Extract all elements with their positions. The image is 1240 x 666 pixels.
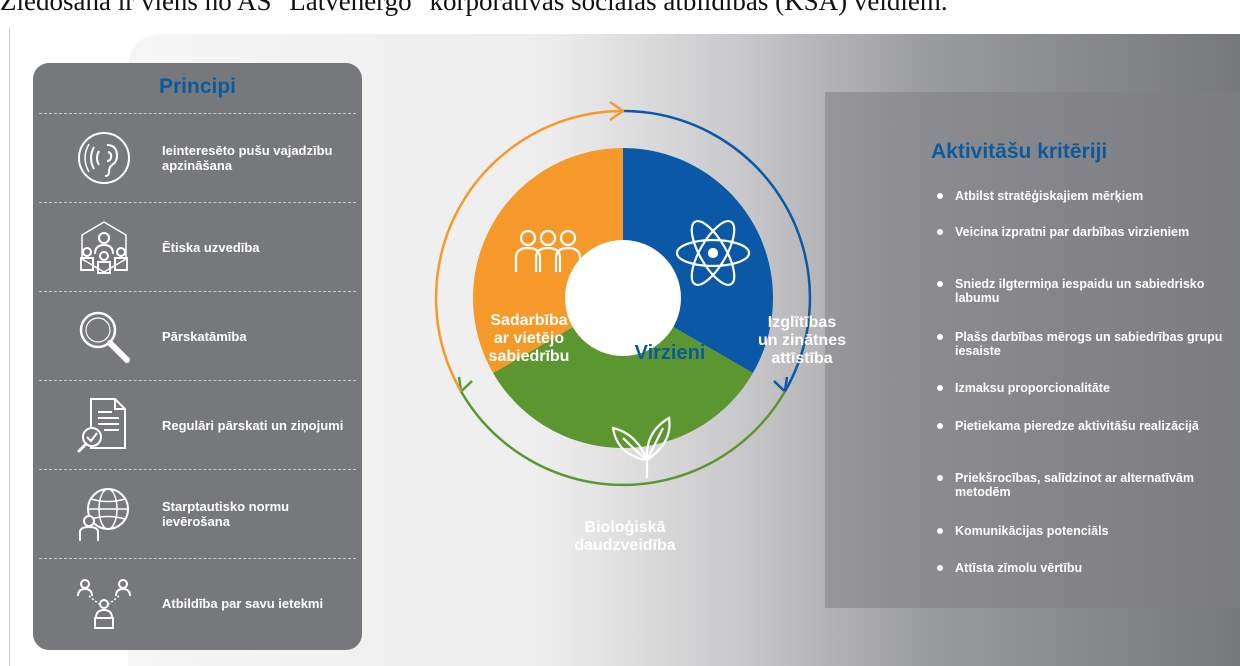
divider: [39, 291, 356, 292]
bullet-icon: [937, 334, 943, 340]
left-margin-rule: [9, 27, 10, 666]
segment-label-education: Izglītības un zinātnes attīstība: [757, 314, 846, 367]
criteria-title: Aktivitāšu kritēriji: [931, 140, 1108, 163]
principle-label: Atbildība par savu ietekmi: [162, 595, 324, 611]
bullet-icon: [937, 475, 943, 481]
caption-text: Ziedošana ir viens no AS "Latvenergo" ko…: [0, 0, 948, 16]
divider: [39, 380, 356, 381]
bullet-icon: [937, 385, 943, 391]
arrow-blue: [622, 109, 812, 393]
leaf-icon: [611, 416, 671, 478]
people-group-icon: [80, 221, 128, 274]
bullet-icon: [937, 229, 943, 235]
principle-item: Starptautisko normu ievērošana: [33, 470, 362, 558]
divider: [39, 558, 356, 559]
principle-label: Ētiska uzvedība: [162, 239, 260, 255]
segment-label-biodiversity: Bioloģiskā daudzveidība: [574, 519, 676, 554]
principle-label: Pārskatāmība: [162, 328, 247, 344]
divider: [39, 469, 356, 470]
arrow-orange-head: [609, 100, 625, 122]
bullet-icon: [937, 565, 943, 571]
bullet-icon: [937, 281, 943, 287]
principle-item: Pārskatāmība: [33, 292, 362, 380]
report-document-icon: [77, 398, 126, 453]
center-disc: [565, 240, 681, 356]
listening-ear-icon: [78, 132, 130, 184]
atom-icon: [675, 220, 751, 286]
principles-panel: Principi Ieinteresēto pušu vajadzību apz…: [33, 63, 362, 650]
criteria-band: [825, 92, 1240, 608]
arrow-orange: [434, 109, 624, 393]
connected-people-icon: [77, 579, 131, 629]
principle-item: Ētiska uzvedība: [33, 203, 362, 291]
divider: [39, 202, 356, 203]
center-label: Virzieni: [634, 342, 706, 364]
bullet-icon: [937, 528, 943, 534]
globe-person-icon: [79, 488, 129, 541]
principle-item: Ieinteresēto pušu vajadzību apzināšana: [33, 114, 362, 202]
community-icon: [514, 229, 582, 272]
principle-item: Regulāri pārskati un ziņojumi: [33, 381, 362, 469]
bullet-icon: [937, 423, 943, 429]
arrow-green: [460, 390, 786, 487]
segment-label-community: Sadarbība ar vietējo sabiedrību: [488, 312, 570, 365]
divider: [39, 113, 356, 114]
segment-biodiversity: [493, 298, 753, 448]
principle-label: Starptautisko normu ievērošana: [162, 499, 290, 529]
principles-title: Principi: [158, 75, 237, 98]
arrow-blue-head: [773, 376, 789, 393]
principle-item: Atbildība par savu ietekmi: [33, 559, 362, 647]
principle-label: Ieinteresēto pušu vajadzību apzināšana: [162, 143, 333, 173]
magnifier-icon: [79, 311, 130, 363]
principle-label: Regulāri pārskati un ziņojumi: [162, 417, 344, 433]
directions-wheel: [434, 100, 812, 487]
bullet-icon: [937, 193, 943, 199]
arrow-green-head: [457, 376, 473, 393]
